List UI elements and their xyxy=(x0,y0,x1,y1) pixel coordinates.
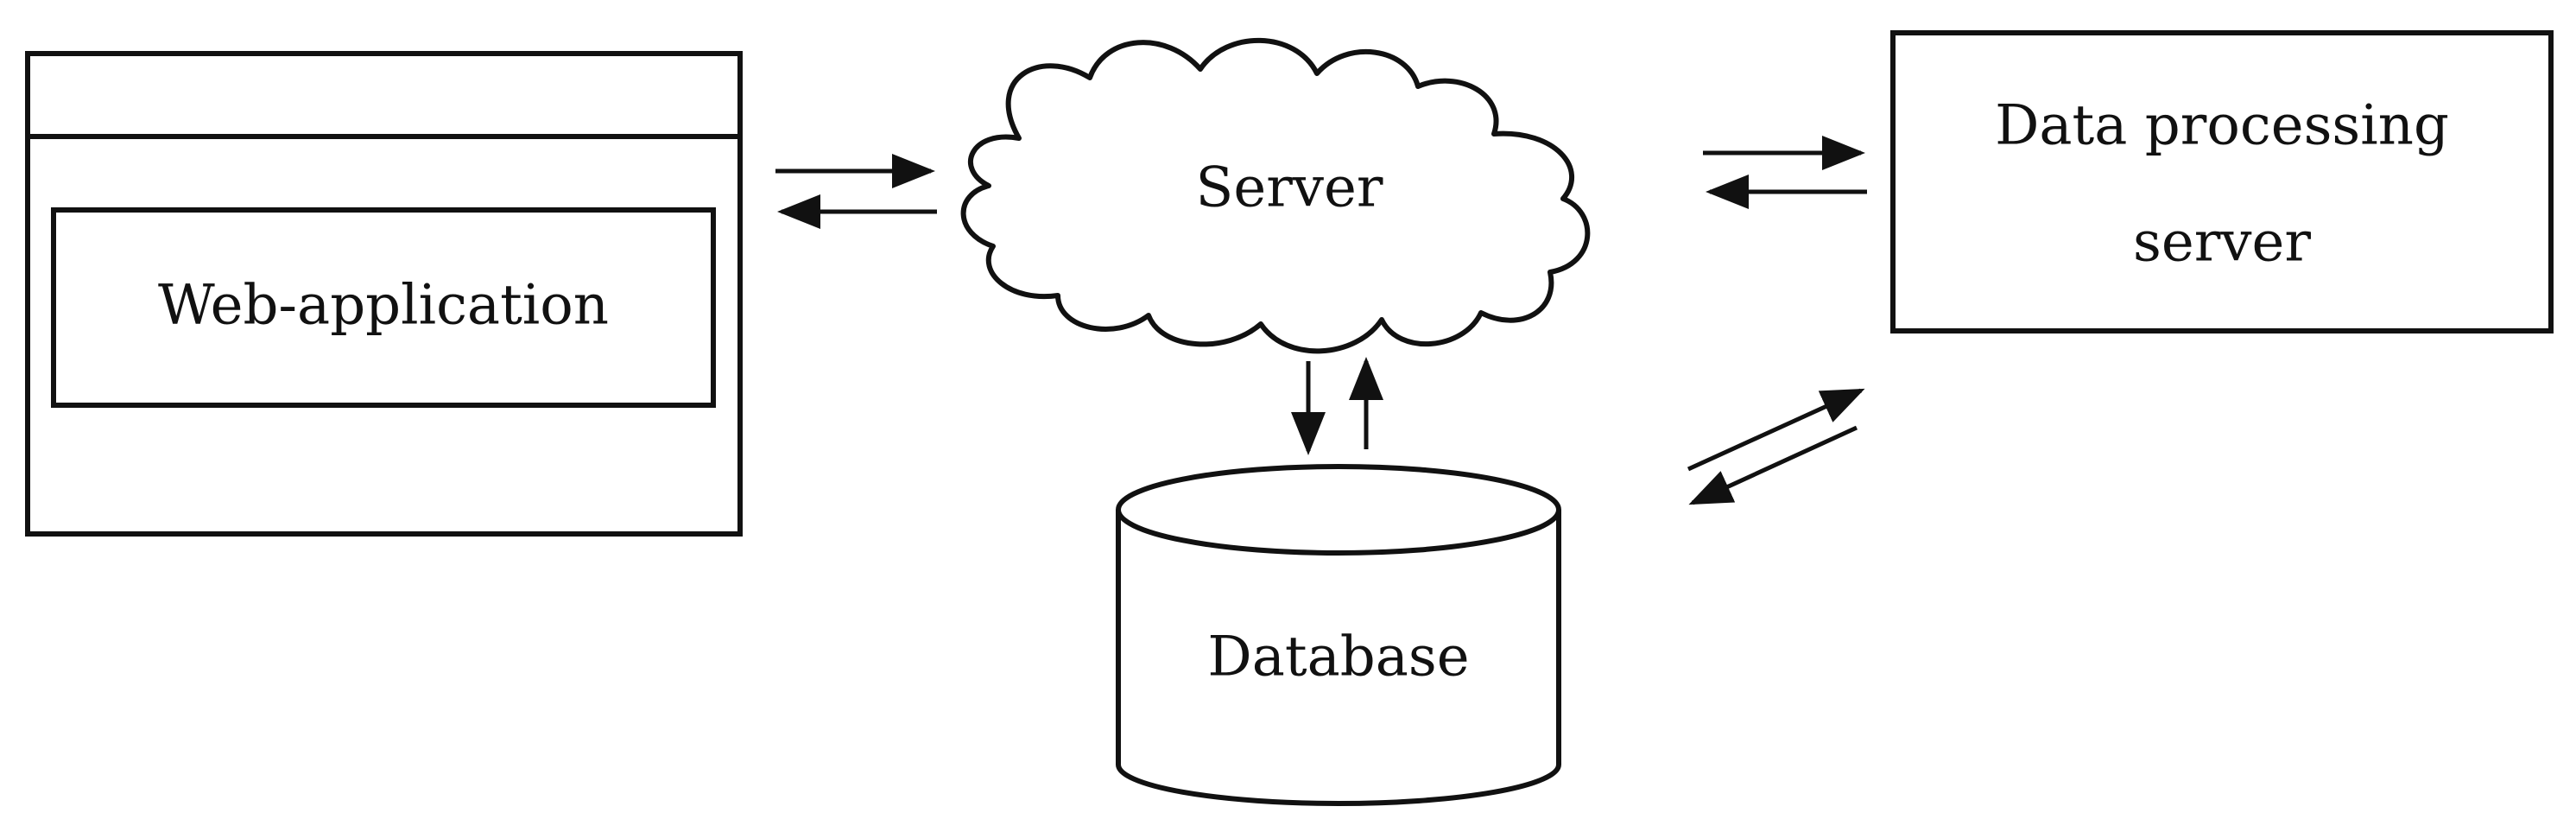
data-processing-server-box xyxy=(1890,30,2554,333)
arrow-database-to-processing xyxy=(1687,388,1865,472)
database-cylinder: Database xyxy=(1116,464,1561,806)
cylinder-body xyxy=(1116,510,1561,806)
cylinder-top xyxy=(1116,464,1561,556)
web-application-window: Web-application xyxy=(25,51,743,537)
server-cloud: Server xyxy=(960,37,1591,354)
server-label: Server xyxy=(1196,156,1383,220)
web-application-label: Web-application xyxy=(158,274,609,338)
data-processing-server-label-line2: server xyxy=(2133,211,2311,275)
web-application-box xyxy=(51,207,716,408)
data-processing-server-node: Data processing server xyxy=(1890,30,2554,333)
data-processing-server-label-line1: Data processing xyxy=(1995,94,2449,158)
arrow-processing-to-database xyxy=(1688,425,1858,505)
cloud-shape xyxy=(960,37,1591,354)
database-label: Database xyxy=(1207,626,1469,689)
